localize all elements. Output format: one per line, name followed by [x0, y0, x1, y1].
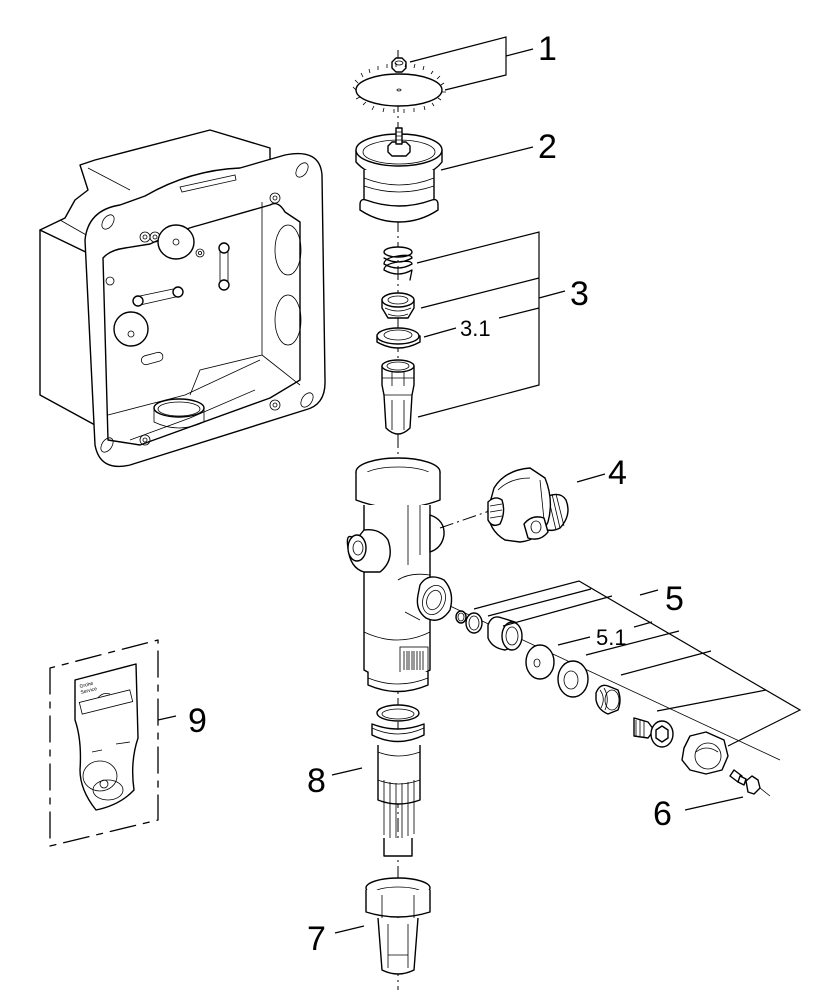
mounting-box — [39, 129, 326, 468]
callout-5: 5 — [665, 580, 684, 618]
leader-lines — [157, 36, 802, 934]
part-9-seal-kit: Grohe Service — [49, 639, 159, 847]
callout-3: 3 — [570, 275, 589, 313]
part-8-outlet-connector — [371, 704, 425, 857]
callout-labels: 1 2 3 3.1 4 5 5.1 6 7 8 9 — [188, 30, 684, 958]
part-6-screw — [729, 769, 771, 797]
valve-body — [346, 457, 453, 693]
callout-3-1: 3.1 — [460, 316, 491, 341]
part-1-nut-and-disc — [352, 57, 446, 113]
callout-1: 1 — [538, 30, 557, 68]
callout-5-1: 5.1 — [596, 625, 627, 650]
callout-9: 9 — [188, 702, 207, 740]
callout-4: 4 — [608, 454, 627, 492]
callout-8: 8 — [307, 762, 326, 800]
callout-7: 7 — [307, 920, 326, 958]
part-3-set — [376, 246, 421, 435]
callout-6: 6 — [653, 795, 672, 833]
part-5-set — [449, 605, 781, 775]
package-text-brand: Grohe — [79, 681, 94, 690]
part-4-union-connector — [439, 467, 569, 543]
callout-2: 2 — [538, 128, 557, 166]
part-7-union-nut — [365, 877, 431, 975]
package-text-service: Service — [80, 686, 98, 696]
part-2-cap — [355, 127, 443, 223]
